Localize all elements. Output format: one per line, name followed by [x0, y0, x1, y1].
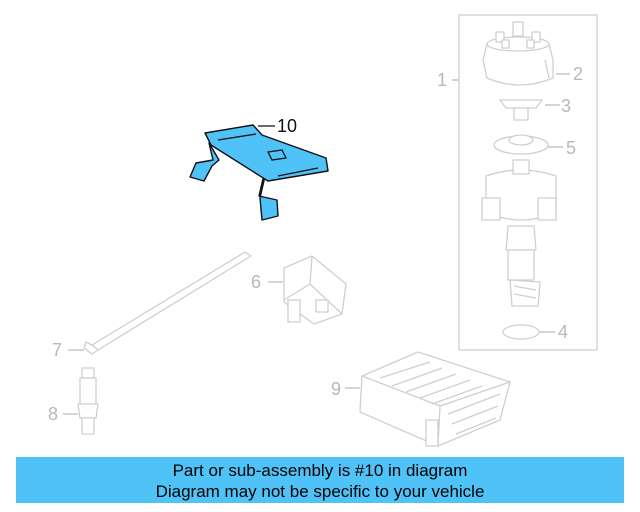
callout-6: 6 [251, 272, 261, 292]
distributor-assembly-frame [458, 14, 598, 351]
info-banner: Part or sub-assembly is #10 in diagram D… [16, 457, 624, 503]
distributor-rotor[interactable] [499, 99, 543, 121]
callout-7: 7 [52, 340, 62, 360]
callout-2: 2 [573, 64, 583, 84]
highlighted-bracket-part-10[interactable] [189, 124, 329, 221]
distributor-cap[interactable] [482, 21, 554, 86]
control-rod[interactable] [83, 251, 252, 355]
callout-5: 5 [566, 138, 576, 158]
banner-line-2: Diagram may not be specific to your vehi… [155, 482, 485, 501]
spark-plug[interactable] [77, 367, 99, 435]
callout-4: 4 [558, 322, 568, 342]
callout-3: 3 [561, 96, 571, 116]
callout-10: 10 [277, 116, 297, 136]
callout-9: 9 [331, 379, 341, 399]
control-module[interactable] [359, 351, 511, 447]
distributor-housing[interactable] [481, 159, 557, 307]
callout-8: 8 [48, 404, 58, 424]
callout-1: 1 [437, 70, 447, 90]
ignition-coil[interactable] [283, 255, 347, 325]
dust-shield-seal[interactable] [493, 134, 549, 155]
banner-line-1: Part or sub-assembly is #10 in diagram [172, 461, 468, 480]
o-ring[interactable] [502, 324, 540, 340]
